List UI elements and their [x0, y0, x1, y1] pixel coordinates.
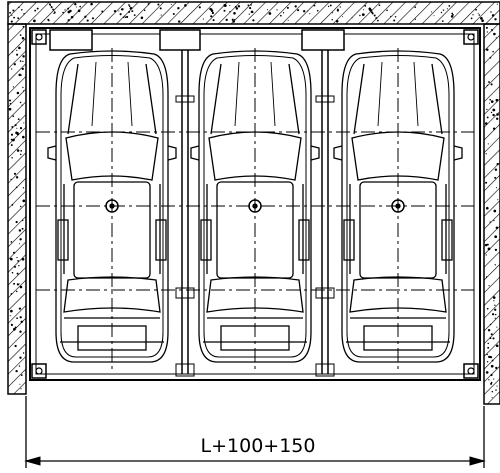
dimension-line: L+100+150	[24, 396, 486, 468]
concrete-walls	[7, 1, 500, 405]
drive-unit	[159, 29, 201, 51]
wall-left	[7, 23, 27, 395]
car-body-outline	[341, 50, 455, 363]
dimension-label: L+100+150	[201, 435, 316, 457]
platform-frame	[29, 27, 481, 381]
car-2	[190, 48, 320, 370]
drive-unit	[301, 29, 345, 51]
car-3	[333, 48, 463, 370]
drive-unit	[49, 29, 93, 51]
cars-group	[47, 48, 463, 370]
car-1	[47, 48, 177, 370]
car-body-outline	[55, 50, 169, 363]
concrete-speckles	[8, 2, 499, 399]
car-body-outline	[198, 50, 312, 363]
